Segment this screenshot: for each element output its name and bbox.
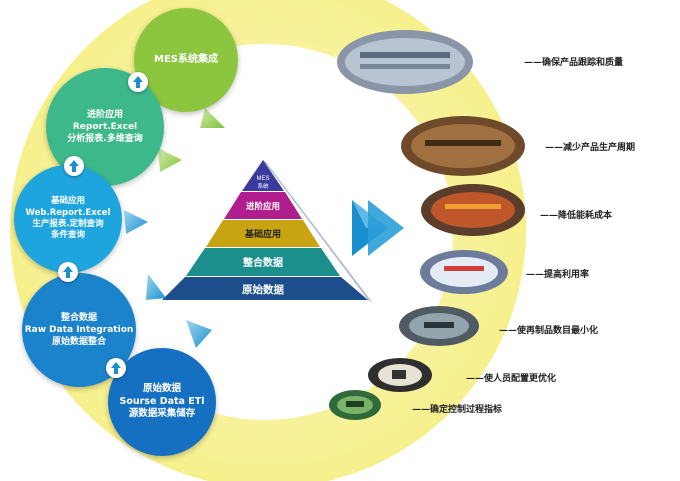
outcome-process-indicators: ——确定控制过程指标 (412, 405, 503, 415)
integration-subtitle: Raw Data Integration (24, 324, 134, 335)
pyramid-level-3 (206, 220, 320, 247)
outcome-quality: ——确保产品跟踪和质量 (524, 58, 624, 68)
raw-description: 源数据采集储存 (128, 408, 196, 420)
outcome-wip: ——使再制品数目最小化 (499, 326, 599, 336)
integration-title: 整合数据 (60, 312, 97, 323)
pyramid-shadow (263, 160, 372, 302)
basic-description-2: 条件查询 (50, 230, 85, 241)
advanced-title: 进阶应用 (86, 109, 123, 120)
pyramid-level-4 (186, 248, 340, 276)
basic-description: 生产报表.定制查询 (32, 219, 104, 229)
pyramid-level-5 (162, 277, 368, 300)
arrow-green-2-icon (158, 148, 182, 172)
pyramid-level-3-label: 基础应用 (244, 228, 281, 239)
arrow-blue-3-icon (186, 320, 212, 348)
photo-thumbnails (329, 30, 525, 420)
outcome-cycle-time: ——减少产品生产周期 (545, 143, 636, 153)
mes-integration-label: MES系统集成 (154, 54, 218, 66)
pyramid-level-top (242, 160, 284, 191)
pyramid: MES 系统 进阶应用 基础应用 整合数据 原始数据 (162, 160, 372, 302)
arrow-green-1-icon (200, 108, 225, 128)
integration-description: 原始数据整合 (51, 337, 106, 348)
basic-application-circle: 基础应用 Web.Report.Excel 生产报表.定制查询 条件查询 (14, 165, 122, 273)
advanced-description: 分析报表.多维查询 (67, 134, 143, 145)
outcome-staffing: ——使人员配置更优化 (466, 374, 557, 384)
outcome-utilization: ——提高利用率 (526, 270, 590, 280)
pyramid-level-4-label: 整合数据 (242, 256, 283, 269)
up-arrow-icon (128, 72, 148, 92)
pyramid-level-5-label: 原始数据 (242, 283, 284, 296)
up-arrow-icon (106, 358, 126, 378)
up-arrow-icon (64, 156, 84, 176)
arrow-blue-1-icon (124, 210, 148, 234)
right-arrow-icon (352, 200, 404, 256)
raw-data-circle: 原始数据 Sourse Data ETl 源数据采集储存 (108, 348, 216, 456)
pyramid-top-label-2: 系统 (257, 182, 269, 190)
arrow-blue-2-icon (146, 274, 166, 300)
raw-title: 原始数据 (142, 382, 181, 394)
up-arrow-icon (58, 262, 78, 282)
basic-subtitle: Web.Report.Excel (25, 207, 111, 218)
ring-arrows (124, 108, 225, 348)
raw-subtitle: Sourse Data ETl (119, 395, 205, 407)
advanced-subtitle: Report.Excel (72, 121, 138, 132)
pyramid-level-2 (224, 192, 302, 219)
pyramid-top-label-1: MES (256, 176, 269, 182)
basic-title: 基础应用 (50, 196, 85, 207)
outcome-energy-cost: ——降低能耗成本 (540, 211, 613, 221)
pyramid-level-2-label: 进阶应用 (246, 201, 280, 211)
